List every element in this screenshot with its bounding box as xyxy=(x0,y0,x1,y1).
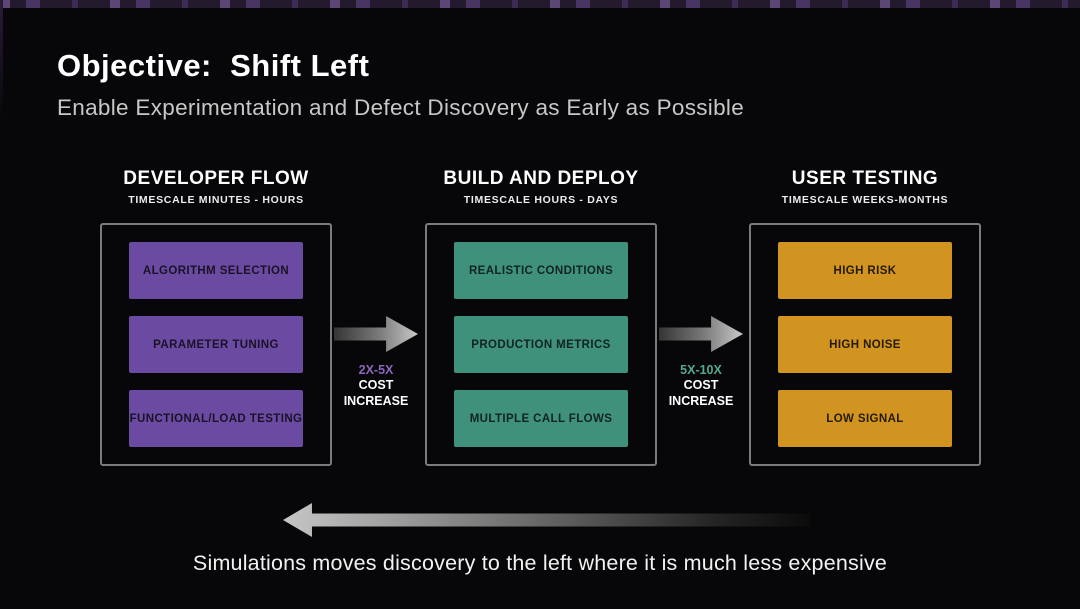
column-box-container: REALISTIC CONDITIONS PRODUCTION METRICS … xyxy=(425,223,657,466)
column-box-container: HIGH RISK HIGH NOISE LOW SIGNAL xyxy=(749,223,981,466)
flow-box: ALGORITHM SELECTION xyxy=(129,242,303,299)
flow-box: FUNCTIONAL/LOAD TESTING xyxy=(129,390,303,447)
column-timescale: TIMESCALE HOURS - DAYS xyxy=(463,194,619,206)
column-user-testing: USER TESTING TIMESCALE WEEKS-MONTHS HIGH… xyxy=(749,168,981,466)
slide-subtitle: Enable Experimentation and Defect Discov… xyxy=(57,95,745,120)
column-title: BUILD AND DEPLOY xyxy=(443,168,639,189)
column-timescale: TIMESCALE MINUTES - HOURS xyxy=(128,194,304,206)
column-build-and-deploy: BUILD AND DEPLOY TIMESCALE HOURS - DAYS … xyxy=(425,168,657,466)
footer-caption: Simulations moves discovery to the left … xyxy=(192,551,888,575)
increase-word: INCREASE xyxy=(668,393,734,408)
left-arrow-icon xyxy=(283,503,810,537)
flow-box: HIGH RISK xyxy=(778,242,952,299)
column-developer-flow: DEVELOPER FLOW TIMESCALE MINUTES - HOURS… xyxy=(100,168,332,466)
column-title: DEVELOPER FLOW xyxy=(123,168,309,189)
flow-box: MULTIPLE CALL FLOWS xyxy=(454,390,628,447)
slide-title: Objective: Shift Left xyxy=(57,48,370,83)
right-arrow-icon xyxy=(659,316,743,352)
increase-word: INCREASE xyxy=(343,393,409,408)
cost-word: COST xyxy=(358,378,394,393)
transition-build-to-user: 5X-10X COST INCREASE xyxy=(659,316,743,409)
cost-increase-label: 5X-10X COST INCREASE xyxy=(659,363,743,409)
flow-box: HIGH NOISE xyxy=(778,316,952,373)
right-arrow-icon xyxy=(334,316,418,352)
flow-box: REALISTIC CONDITIONS xyxy=(454,242,628,299)
decorative-top-band xyxy=(0,0,1080,8)
column-title: USER TESTING xyxy=(791,168,939,189)
slide-left-edge xyxy=(0,0,3,120)
flow-box: PRODUCTION METRICS xyxy=(454,316,628,373)
column-box-container: ALGORITHM SELECTION PARAMETER TUNING FUN… xyxy=(100,223,332,466)
cost-multiplier: 2X-5X xyxy=(358,363,394,377)
column-timescale: TIMESCALE WEEKS-MONTHS xyxy=(781,194,949,206)
transition-dev-to-build: 2X-5X COST INCREASE xyxy=(334,316,418,409)
cost-multiplier: 5X-10X xyxy=(680,363,722,377)
cost-word: COST xyxy=(683,378,719,393)
flow-box: LOW SIGNAL xyxy=(778,390,952,447)
cost-increase-label: 2X-5X COST INCREASE xyxy=(334,363,418,409)
flow-box: PARAMETER TUNING xyxy=(129,316,303,373)
